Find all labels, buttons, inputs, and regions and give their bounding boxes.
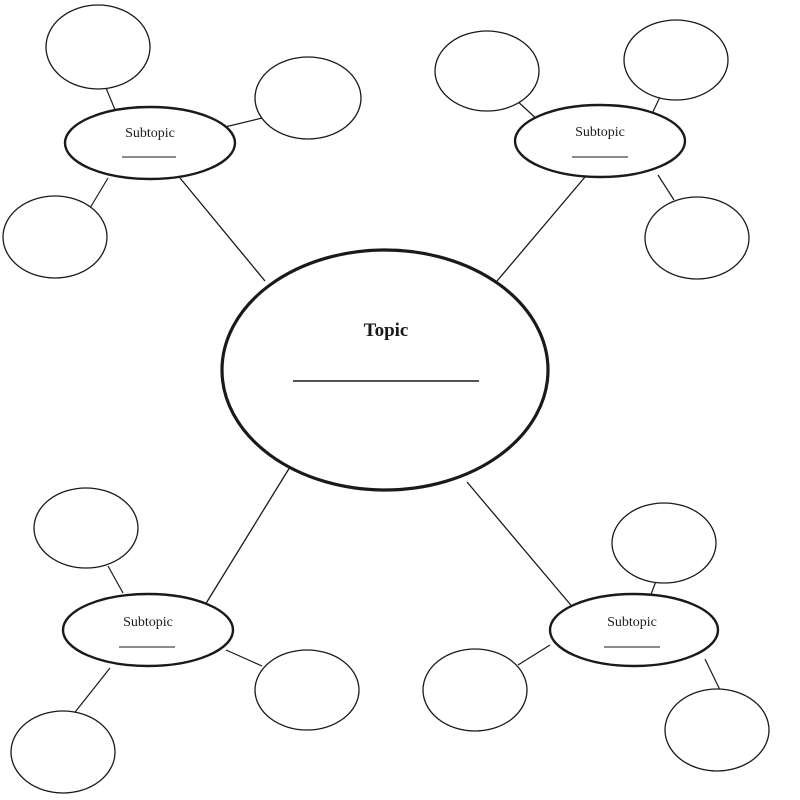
subtopic-ellipse bbox=[61, 592, 235, 668]
connector-topic-subtopic-top-right bbox=[496, 176, 586, 282]
connector-topic-subtopic-top-left bbox=[179, 177, 266, 282]
subtopic-ellipse bbox=[63, 105, 237, 181]
detail-circle bbox=[644, 196, 750, 280]
detail-circles bbox=[2, 4, 770, 794]
detail-circle bbox=[434, 30, 540, 112]
subtopic-label: Subtopic bbox=[125, 126, 175, 141]
connector-detail-9 bbox=[71, 667, 111, 717]
detail-circle bbox=[254, 649, 360, 731]
connector-detail-7 bbox=[107, 565, 124, 594]
subtopic-label: Subtopic bbox=[575, 125, 625, 140]
topic-label: Topic bbox=[364, 320, 409, 341]
subtopic-label: Subtopic bbox=[607, 615, 657, 630]
subtopic-node-top-right: Subtopic bbox=[513, 103, 687, 179]
detail-circle bbox=[10, 710, 116, 794]
topic-node: Topic bbox=[220, 248, 550, 492]
subtopic-node-bottom-right: Subtopic bbox=[548, 592, 720, 668]
detail-circle bbox=[2, 195, 108, 279]
detail-circle bbox=[422, 648, 528, 732]
detail-circle bbox=[33, 487, 139, 569]
detail-circle bbox=[254, 56, 362, 140]
connector-detail-6 bbox=[657, 174, 675, 201]
connector-detail-11 bbox=[517, 644, 551, 666]
detail-circle bbox=[664, 688, 770, 772]
subtopic-node-top-left: Subtopic bbox=[63, 105, 237, 181]
detail-circle bbox=[611, 502, 717, 584]
connector-topic-subtopic-bottom-right bbox=[466, 481, 576, 611]
subtopic-label: Subtopic bbox=[123, 615, 173, 630]
topic-ellipse bbox=[220, 248, 550, 492]
connector-topic-subtopic-bottom-left bbox=[204, 466, 291, 606]
subtopic-ellipse bbox=[513, 103, 687, 179]
subtopic-ellipse bbox=[548, 592, 720, 668]
connector-detail-3 bbox=[89, 177, 109, 209]
topic-connectors bbox=[179, 176, 586, 611]
connector-detail-8 bbox=[225, 649, 263, 667]
detail-circle bbox=[45, 4, 151, 90]
connector-detail-2 bbox=[224, 117, 263, 128]
detail-circle bbox=[623, 19, 729, 101]
connector-detail-12 bbox=[704, 658, 721, 691]
detail-connectors bbox=[71, 87, 721, 717]
subtopic-node-bottom-left: Subtopic bbox=[61, 592, 235, 668]
